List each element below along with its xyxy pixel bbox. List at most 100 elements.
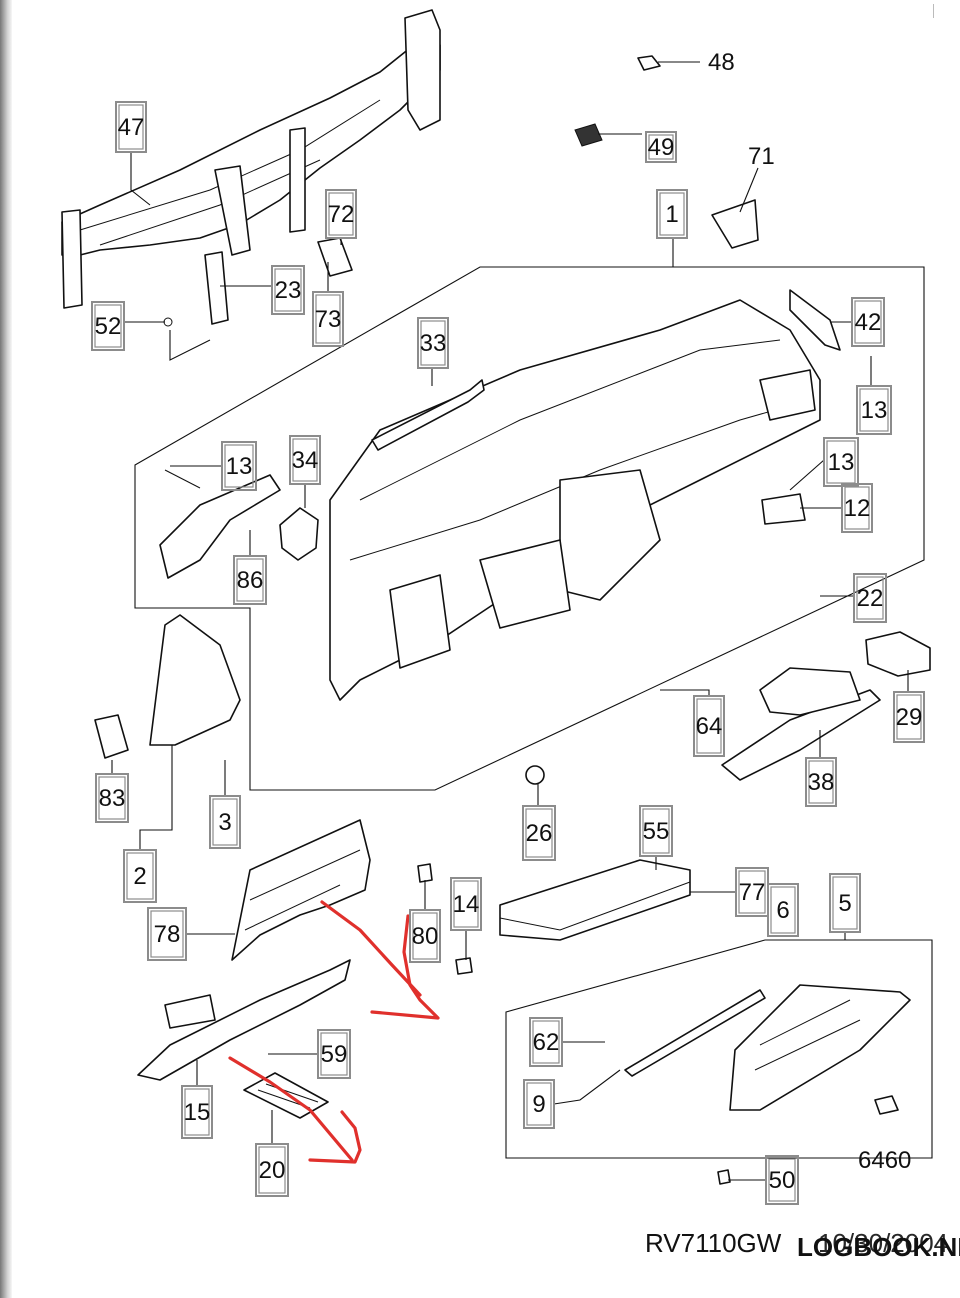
glove-box-liner <box>499 859 691 941</box>
callout-3: 3 <box>209 760 241 849</box>
callout-box-inner <box>859 388 889 432</box>
callout-number: 13 <box>226 453 253 480</box>
callout-77: 77 <box>690 867 769 917</box>
callout-box-inner <box>770 886 796 934</box>
callout-box-inner <box>420 320 446 366</box>
callout-number: 50 <box>769 1167 796 1194</box>
callout-box <box>856 385 892 435</box>
callout-box <box>123 849 157 903</box>
callout-number: 29 <box>896 704 923 731</box>
glove-box-door <box>624 984 911 1111</box>
callout-box-inner <box>808 760 834 804</box>
callout-22: 22 <box>820 573 887 623</box>
callout-box <box>181 1085 213 1139</box>
callout-box <box>317 1029 351 1079</box>
callout-box-inner <box>526 1082 552 1126</box>
callout-box-inner <box>150 910 184 958</box>
callout-box-inner <box>844 486 870 530</box>
callout-box-inner <box>236 558 264 602</box>
callout-box <box>255 1143 289 1197</box>
callout-box <box>829 873 861 933</box>
assembly-frames <box>134 266 933 1159</box>
callout-box-inner <box>315 294 341 344</box>
callout-number: 42 <box>855 309 882 336</box>
callout-55: 55 <box>639 805 673 870</box>
callout-box <box>289 435 321 485</box>
callout-box-inner <box>320 1032 348 1076</box>
fasteners <box>417 765 899 1185</box>
callout-box-inner <box>98 776 126 820</box>
callout-box <box>805 757 837 807</box>
cluster-bezel <box>94 614 241 759</box>
callout-71: 71 <box>739 143 775 213</box>
callout-box <box>893 691 925 743</box>
callout-26: 26 <box>522 784 556 861</box>
callout-42: 42 <box>830 297 885 347</box>
callout-number: 6460 <box>858 1147 911 1174</box>
callout-box <box>450 877 482 931</box>
callout-59: 59 <box>268 1029 351 1079</box>
callout-box <box>409 909 441 963</box>
callout-number: 78 <box>154 921 181 948</box>
callout-box-inner <box>696 698 722 754</box>
callout-number: 1 <box>665 201 678 228</box>
callout-box <box>325 189 357 239</box>
callout-box <box>312 291 344 347</box>
callout-6: 6 <box>767 883 799 937</box>
callout-number: 59 <box>321 1041 348 1068</box>
callout-number: 13 <box>828 449 855 476</box>
center-vent <box>865 631 931 677</box>
callout-box-inner <box>856 576 884 620</box>
callout-box-inner <box>184 1088 210 1136</box>
callout-2: 2 <box>123 745 173 903</box>
callout-number: 52 <box>95 313 122 340</box>
callout-box-inner <box>832 876 858 930</box>
callout-5: 5 <box>829 873 861 940</box>
callout-number: 55 <box>643 818 670 845</box>
scan-edge <box>0 0 12 1298</box>
callout-15: 15 <box>181 1060 213 1139</box>
callout-1: 1 <box>656 189 688 267</box>
leader-line <box>553 1069 621 1105</box>
date-stamp: 10/30/2004 <box>818 1228 948 1258</box>
callout-number: 64 <box>696 713 723 740</box>
callout-20: 20 <box>255 1110 289 1197</box>
part-code: RV7110GW <box>645 1228 782 1258</box>
callout-box-inner <box>274 268 302 312</box>
callout-box <box>851 297 885 347</box>
callout-83: 83 <box>95 760 129 823</box>
callout-number: 38 <box>808 769 835 796</box>
callout-box <box>95 773 129 823</box>
callout-13b: 13 <box>170 441 257 491</box>
leader-line <box>660 689 710 696</box>
callout-box <box>656 189 688 239</box>
callout-number: 72 <box>328 201 355 228</box>
callout-box <box>233 555 267 605</box>
callout-box-inner <box>642 808 670 854</box>
callout-box <box>221 441 257 491</box>
callout-box <box>693 695 725 757</box>
callout-33: 33 <box>417 317 449 386</box>
lower-cover <box>721 667 881 781</box>
callout-14: 14 <box>450 877 482 960</box>
callout-box <box>765 1155 799 1205</box>
callout-72: 72 <box>325 189 357 245</box>
callout-box <box>271 265 305 315</box>
callout-box-inner <box>118 104 144 150</box>
callout-number: 23 <box>275 277 302 304</box>
callout-box <box>417 317 449 369</box>
callout-box-inner <box>768 1158 796 1202</box>
callout-box <box>522 805 556 861</box>
red-annotation-arrows <box>228 900 440 1164</box>
callout-6460: 6460 <box>858 1147 911 1174</box>
callout-number: 71 <box>748 143 775 170</box>
callout-box <box>147 907 187 961</box>
callout-number: 33 <box>420 330 447 357</box>
callout-box <box>115 101 147 153</box>
callout-number: 77 <box>739 879 766 906</box>
callout-box-inner <box>659 192 685 236</box>
callout-box <box>209 795 241 849</box>
callout-9: 9 <box>523 1069 621 1129</box>
